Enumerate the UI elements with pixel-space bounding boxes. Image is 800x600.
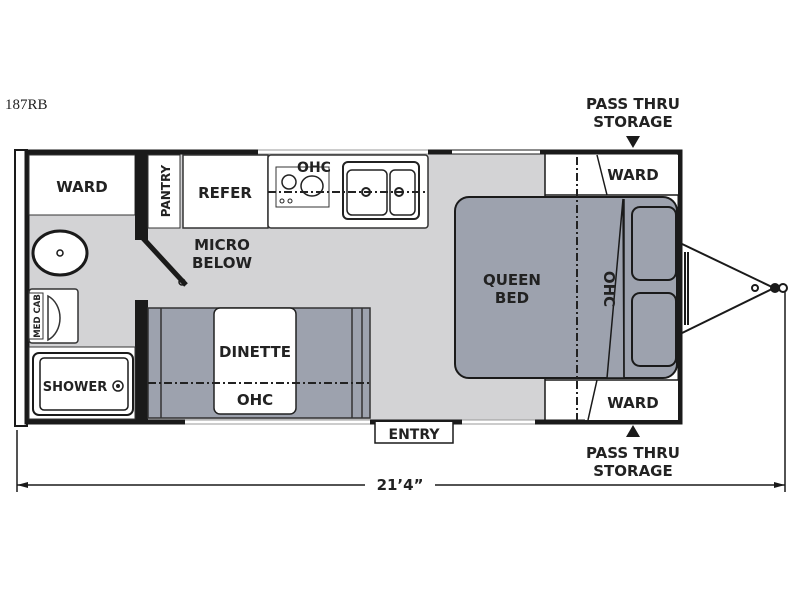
arrow-right-icon [774,482,785,488]
trailer-hitch [679,242,788,335]
pantry [147,154,181,229]
bed-ohc-label: OHC [600,271,618,307]
pillow [631,206,677,281]
entry-door[interactable] [374,422,454,444]
ward-left [28,154,136,216]
entry-label: ENTRY [389,427,441,443]
ward-left-label: WARD [56,178,107,196]
shower-label: SHOWER [43,380,108,395]
length-label: 21’4” [377,476,424,494]
windows [185,150,540,424]
storage-top-label-2: STORAGE [593,113,673,131]
med-cab-label: MED CAB [33,294,43,338]
ward-bottom-label: WARD [607,394,658,412]
arrow-down-icon [626,136,640,148]
bed-label-2: BED [495,289,529,307]
interior-wall [135,152,148,240]
dinette-table [213,307,297,415]
ward-top-label: WARD [607,166,658,184]
refer-label: REFER [198,184,252,202]
shower-drain-icon [112,380,124,392]
storage-bottom-label-2: STORAGE [593,462,673,480]
dinette-label: DINETTE [219,343,291,361]
burner-icon [281,174,297,190]
storage-top-label: PASS THRU [586,95,680,113]
micro-label: MICRO [194,236,250,254]
pantry-label: PANTRY [159,164,173,217]
bed-label: QUEEN [483,271,541,289]
dinette-ohc-label: OHC [237,391,273,409]
storage-bottom-label: PASS THRU [586,444,680,462]
arrow-up-icon [626,425,640,437]
ward-bottom [585,380,678,420]
door-handle-icon [178,278,186,286]
arrow-left-icon [17,482,28,488]
bath-door[interactable] [138,233,188,287]
micro-below-label: BELOW [192,254,252,272]
burner-icon [300,175,324,197]
model-name: 187RB [5,97,48,113]
kitchen-ohc-label: OHC [297,160,331,176]
toilet [31,229,89,277]
bath-wall [135,300,148,420]
pillow [631,292,677,367]
ward-top [585,155,678,195]
